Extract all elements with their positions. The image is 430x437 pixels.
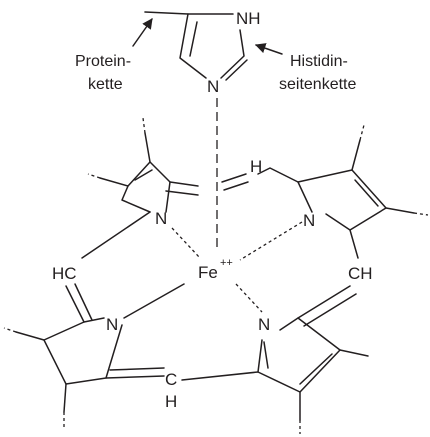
pyrrole-ur-double — [354, 179, 379, 207]
pyrrole-ll-sub1 — [15, 331, 45, 341]
protein-label-line1: Protein- — [75, 53, 131, 70]
methine-bottom-h: H — [165, 392, 177, 411]
histidin-label-line2: seitenkette — [279, 76, 356, 93]
pyrrole-ll-n-line — [123, 283, 185, 319]
pyrrole-ul-sub1 — [99, 177, 129, 187]
protein-arrow — [132, 18, 153, 47]
coordination-bonds — [171, 221, 303, 313]
methine-right: CH — [297, 229, 373, 327]
pyrrole-ul-exo-a — [169, 181, 199, 187]
protein-chain-bond — [144, 11, 189, 15]
pyrrole-ul-exo-b — [165, 190, 199, 196]
pyrrole-ur-sub1 — [351, 139, 361, 171]
imidazole-bonds — [179, 13, 245, 79]
pyrrole-lower-right: N — [257, 315, 369, 421]
pyrrole-ul-double — [134, 169, 153, 181]
n-upper-right: N — [303, 211, 315, 230]
n-lower-left: N — [106, 315, 118, 334]
imidazole-double-bond-left — [189, 21, 198, 57]
methine-left: HC — [52, 211, 151, 323]
histidin-arrow — [255, 43, 283, 55]
methine-top-to-ring — [257, 167, 299, 183]
histidine-sidechain-annotation: Histidin- seitenkette — [255, 43, 356, 93]
methine-left-bond-up — [81, 211, 151, 259]
pyrrole-lr-double — [263, 341, 269, 369]
pyrrole-lower-left: N — [15, 283, 185, 413]
methine-right-bond — [349, 229, 359, 259]
pyrrole-ul-bonds — [121, 161, 171, 213]
pyrrole-ur-sub2 — [385, 207, 415, 214]
methine-top: H — [221, 157, 299, 191]
methine-bottom: C H — [165, 370, 259, 411]
stub-4 — [3, 327, 17, 333]
methine-left-down-a — [65, 285, 85, 323]
pyrrole-lr-bonds — [257, 317, 341, 393]
stub-2 — [359, 124, 365, 141]
coord-ul — [171, 227, 201, 259]
stub-3 — [413, 212, 429, 216]
imidazole-nh-label: NH — [236, 9, 261, 28]
methine-right-down-b — [303, 293, 357, 327]
imidazole-ring: NH N — [144, 9, 261, 96]
pyrrole-ll-exo-a — [105, 375, 165, 379]
protein-label-line2: kette — [88, 76, 123, 93]
pyrrole-ul-sub2 — [144, 132, 151, 163]
methine-bottom-to-ring — [181, 371, 259, 381]
methyl-stubs — [3, 117, 429, 434]
iron-center: Fe ++ — [198, 257, 233, 282]
pyrrole-upper-left: N — [99, 132, 199, 228]
histidin-label-line1: Histidin- — [290, 53, 348, 70]
methine-left-hc: HC — [52, 264, 77, 283]
methine-right-ch: CH — [348, 264, 373, 283]
n-upper-left: N — [155, 209, 167, 228]
imidazole-double-bond-right — [225, 59, 248, 81]
pyrrole-ll-exo-b — [109, 367, 165, 371]
stub-7 — [87, 173, 101, 179]
pyrrole-lr-sub1 — [339, 349, 369, 357]
methine-top-h: H — [250, 157, 262, 176]
fe-charge-label: ++ — [220, 257, 233, 269]
coord-lr — [235, 283, 263, 313]
stub-1 — [142, 117, 146, 134]
protein-chain-annotation: Protein- kette — [75, 18, 153, 93]
methine-top-bond-a — [221, 173, 247, 183]
methine-right-down-a — [297, 285, 351, 319]
imidazole-n-label: N — [207, 77, 219, 96]
pyrrole-ll-sub2 — [63, 383, 67, 413]
pyrrole-lr-double2 — [299, 353, 333, 385]
fe-label: Fe — [198, 263, 218, 282]
pyrrole-upper-right: N — [297, 139, 415, 231]
methine-bottom-c: C — [165, 370, 177, 389]
n-lower-right: N — [258, 315, 270, 334]
coord-ur — [239, 221, 303, 261]
methine-top-bond-b — [223, 181, 249, 191]
methine-left-down-b — [74, 283, 93, 321]
